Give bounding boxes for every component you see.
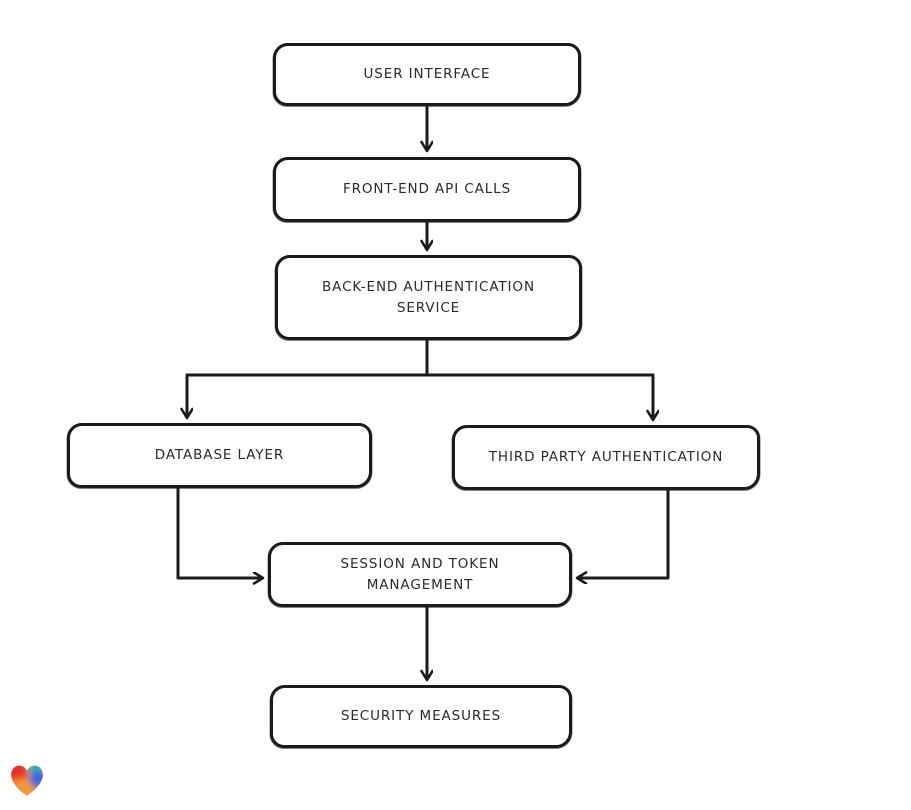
node-database-layer: DATABASE LAYER <box>67 423 372 488</box>
edge-thirdparty-to-session <box>578 488 670 578</box>
node-user-interface: USER INTERFACE <box>273 43 581 106</box>
node-security-measures-label: SECURITY MEASURES <box>340 708 502 725</box>
node-user-interface-label: USER INTERFACE <box>363 66 491 83</box>
node-frontend-api-calls: FRONT-END API CALLS <box>273 157 581 222</box>
heart-icon <box>11 765 43 796</box>
node-security-measures: SECURITY MEASURES <box>270 685 572 748</box>
edge-backend-to-database <box>187 373 429 417</box>
node-database-layer-label: DATABASE LAYER <box>154 447 285 464</box>
heart-logo <box>7 760 47 800</box>
node-third-party-auth: THIRD PARTY AUTHENTICATION <box>452 425 760 490</box>
node-frontend-api-calls-label: FRONT-END API CALLS <box>342 181 512 198</box>
node-backend-auth-service: BACK-END AUTHENTICATION SERVICE <box>275 255 582 340</box>
node-third-party-auth-label: THIRD PARTY AUTHENTICATION <box>488 449 724 466</box>
edge-database-to-session <box>176 486 262 578</box>
node-session-token-mgmt-label: SESSION AND TOKEN MANAGEMENT <box>340 555 500 593</box>
edge-backend-to-thirdparty <box>425 373 653 419</box>
node-session-token-mgmt: SESSION AND TOKEN MANAGEMENT <box>268 542 572 607</box>
node-backend-auth-service-label: BACK-END AUTHENTICATION SERVICE <box>322 278 535 316</box>
